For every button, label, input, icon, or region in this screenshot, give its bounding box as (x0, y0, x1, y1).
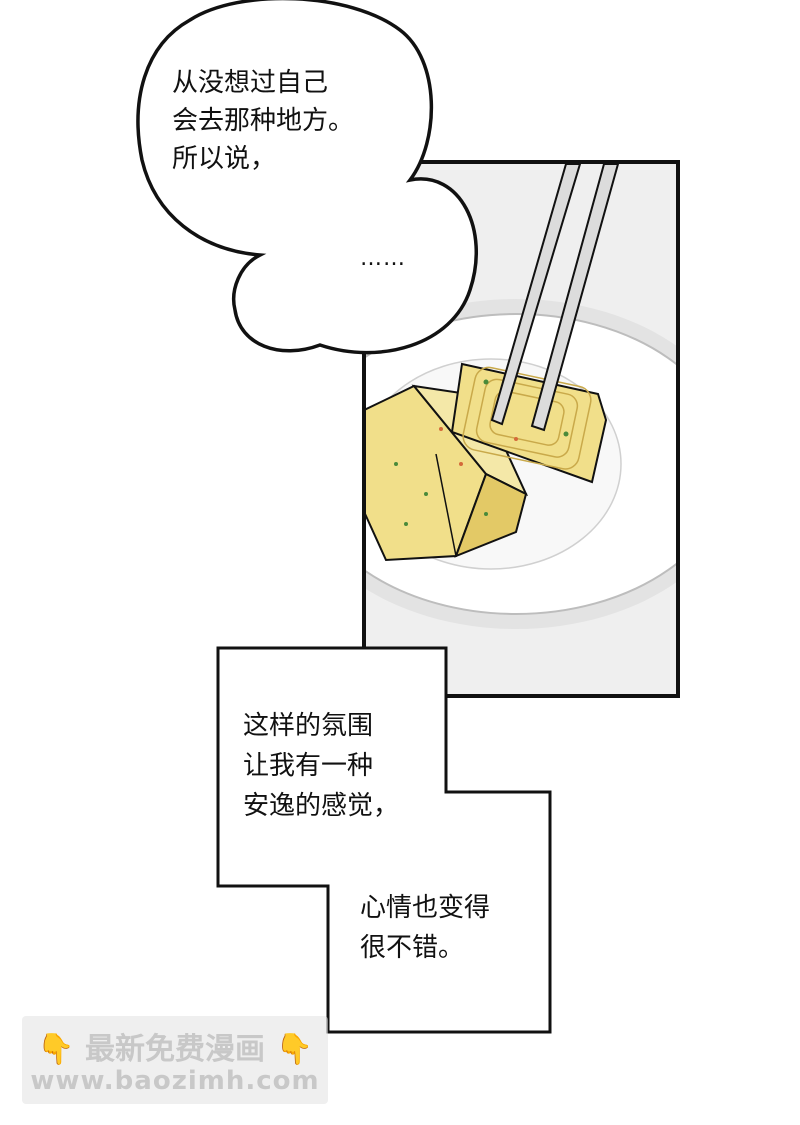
watermark-title: 最新免费漫画 (85, 1032, 265, 1067)
narration-line: 心情也变得 (360, 893, 491, 923)
narration-text-2: 心情也变得 很不错。 (360, 888, 540, 968)
narration-text-1: 这样的氛围 让我有一种 安逸的感觉， (243, 706, 443, 826)
speech-bubble-outline (136, 0, 479, 355)
narration-line: 很不错。 (360, 933, 465, 963)
narration-line: 这样的氛围 (243, 711, 374, 741)
bubble-ellipsis: …… (360, 246, 406, 271)
speech-bubble-text: 从没想过自己 会去那种地方。 所以说， (172, 64, 422, 178)
watermark-url[interactable]: www.baozimh.com (30, 1066, 320, 1096)
narration-line: 让我有一种 (243, 751, 374, 781)
bubble-line: 会去那种地方。 (172, 106, 355, 136)
pointing-hand-icon: 👇 (37, 1032, 75, 1067)
pointing-hand-icon: 👇 (275, 1032, 313, 1067)
bubble-line: 从没想过自己 (172, 68, 329, 98)
watermark[interactable]: 👇 最新免费漫画 👇 www.baozimh.com (22, 1016, 328, 1104)
bubble-line: 所以说， (172, 144, 277, 174)
egg-roll-right (450, 362, 608, 484)
egg-roll-left (366, 384, 529, 562)
narration-line: 安逸的感觉， (243, 791, 400, 821)
watermark-title-row: 👇 最新免费漫画 👇 (22, 1024, 328, 1068)
chopsticks (490, 164, 620, 432)
